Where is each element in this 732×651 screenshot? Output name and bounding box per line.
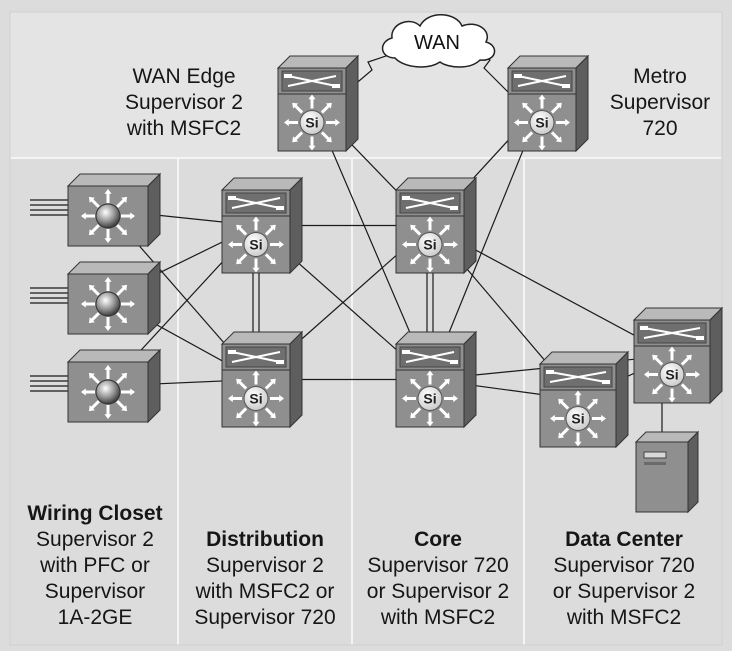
core-line-3: with MSFC2 [380,606,496,629]
sw1-switch-icon [66,172,162,248]
wan-cloud-label: WAN [414,32,460,54]
core-label: Core Supervisor 720 or Supervisor 2 with… [352,527,524,631]
distribution-line-1: Supervisor 2 [206,554,324,577]
metro-router-icon: Si [506,54,590,153]
wiring-closet-line-2: with PFC or [40,554,150,577]
distribution-title: Distribution [206,528,324,551]
dist2-router-icon: Si [220,330,304,429]
dist1-si-badge: Si [249,237,262,253]
metro-label: Metro Supervisor 720 [608,64,712,142]
wan-cloud-icon: WAN [381,14,496,68]
sw2-switch-icon [66,260,162,336]
core2-si-badge: Si [423,391,436,407]
data-center-line-2: or Supervisor 2 [552,580,696,603]
distribution-line-3: Supervisor 720 [194,606,336,629]
wan-edge-label: WAN Edge Supervisor 2 with MSFC2 [112,64,256,142]
data-center-label: Data Center Supervisor 720 or Supervisor… [526,527,722,631]
core2-router-icon: Si [394,330,478,429]
core1-router-icon: Si [394,176,478,275]
wiring-closet-line-4: 1A-2GE [57,606,133,629]
data-center-line-3: with MSFC2 [566,606,682,629]
wiring-closet-label: Wiring Closet Supervisor 2 with PFC or S… [10,501,180,631]
wiring-closet-line-3: Supervisor [44,580,146,603]
wanEdge-router-icon: Si [276,54,360,153]
metro-line-3: 720 [642,117,678,140]
dc1-si-badge: Si [571,411,584,427]
core-line-2: or Supervisor 2 [366,580,510,603]
wan-edge-line-2: Supervisor 2 [125,91,243,114]
dc1-router-icon: Si [538,350,630,449]
core-title: Core [414,528,462,551]
metro-line-1: Metro [633,65,687,88]
metro-line-2: Supervisor [609,91,711,114]
server-icon [634,430,700,514]
dist1-router-icon: Si [220,176,304,275]
wiring-closet-title: Wiring Closet [27,502,163,525]
core1-si-badge: Si [423,237,436,253]
metro-si-badge: Si [535,115,548,131]
wanEdge-si-badge: Si [305,115,318,131]
wan-edge-to-wan-link [345,51,399,93]
wan-edge-line-1: WAN Edge [132,65,236,88]
data-center-line-1: Supervisor 720 [553,554,695,577]
wiring-closet-line-1: Supervisor 2 [36,528,154,551]
dc2-router-icon: Si [632,306,724,405]
sw3-switch-icon [66,348,162,424]
dist2-si-badge: Si [249,391,262,407]
distribution-line-2: with MSFC2 or [195,580,335,603]
data-center-title: Data Center [565,528,683,551]
core-line-1: Supervisor 720 [367,554,509,577]
distribution-label: Distribution Supervisor 2 with MSFC2 or … [180,527,350,631]
dc2-si-badge: Si [665,367,678,383]
wan-edge-line-3: with MSFC2 [126,117,242,140]
